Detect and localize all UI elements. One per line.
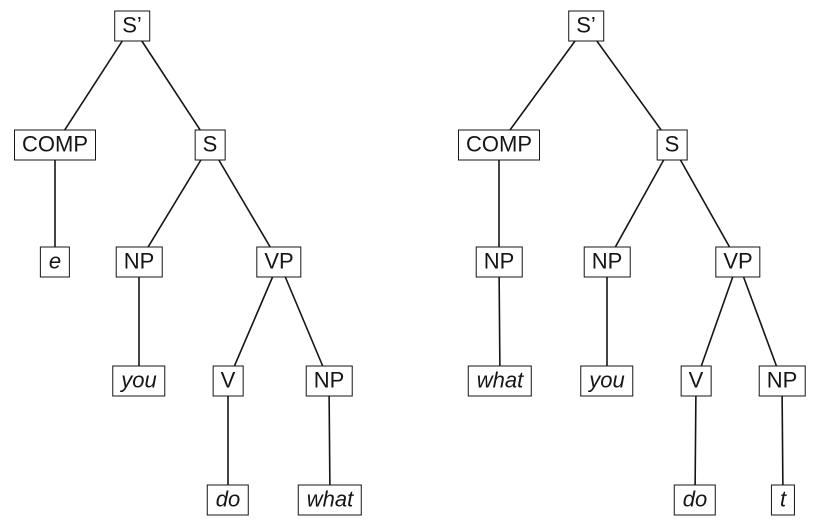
- tree-edge-vp-v: [227, 261, 280, 382]
- left-tree-node-np-obj: NP: [305, 365, 353, 397]
- left-tree-node-what: what: [297, 484, 363, 516]
- right-tree-node-s: S: [656, 129, 688, 161]
- tree-edge-np-obj-what: [328, 380, 331, 501]
- left-tree-node-do: do: [206, 484, 250, 516]
- right-tree-node-comp: COMP: [458, 129, 540, 161]
- right-tree-node-do: do: [673, 484, 717, 516]
- tree-edge-np-obj-t: [781, 380, 784, 501]
- tree-edge-sp-s: [131, 25, 211, 146]
- right-tree-node-np-subj: NP: [583, 246, 631, 278]
- tree-edge-vp-np-obj: [737, 261, 783, 382]
- left-tree-node-comp: COMP: [14, 129, 96, 161]
- left-tree-node-s: S: [194, 129, 226, 161]
- tree-edge-vp-np-obj: [278, 261, 330, 382]
- left-tree-node-np-subj: NP: [115, 246, 163, 278]
- left-tree-node-vp: VP: [256, 246, 302, 278]
- tree-edge-s-np-subj: [606, 144, 673, 263]
- tree-edge-s-vp: [209, 144, 280, 263]
- right-tree-node-sp: S’: [568, 10, 604, 42]
- tree-edge-s-np-subj: [138, 144, 211, 263]
- tree-edge-s-vp: [671, 144, 739, 263]
- left-tree-node-you: you: [112, 365, 166, 397]
- tree-edge-sp-comp: [498, 25, 587, 146]
- right-tree-node-np-comp: NP: [475, 246, 523, 278]
- right-tree-node-you: you: [580, 365, 634, 397]
- tree-edge-np-comp-what: [498, 261, 501, 382]
- right-tree-node-vp: VP: [715, 246, 761, 278]
- left-tree-node-v: V: [212, 365, 244, 397]
- left-tree-node-sp: S’: [114, 10, 150, 42]
- right-tree-node-np-obj: NP: [758, 365, 806, 397]
- right-tree-node-t: t: [770, 484, 796, 516]
- right-tree-node-what: what: [467, 365, 533, 397]
- tree-edge-v-do: [694, 380, 697, 501]
- right-tree-node-v: V: [680, 365, 712, 397]
- left-tree-node-e: e: [39, 246, 71, 278]
- tree-edge-sp-comp: [54, 25, 133, 146]
- tree-edge-vp-v: [695, 261, 739, 382]
- tree-edge-sp-s: [585, 25, 673, 146]
